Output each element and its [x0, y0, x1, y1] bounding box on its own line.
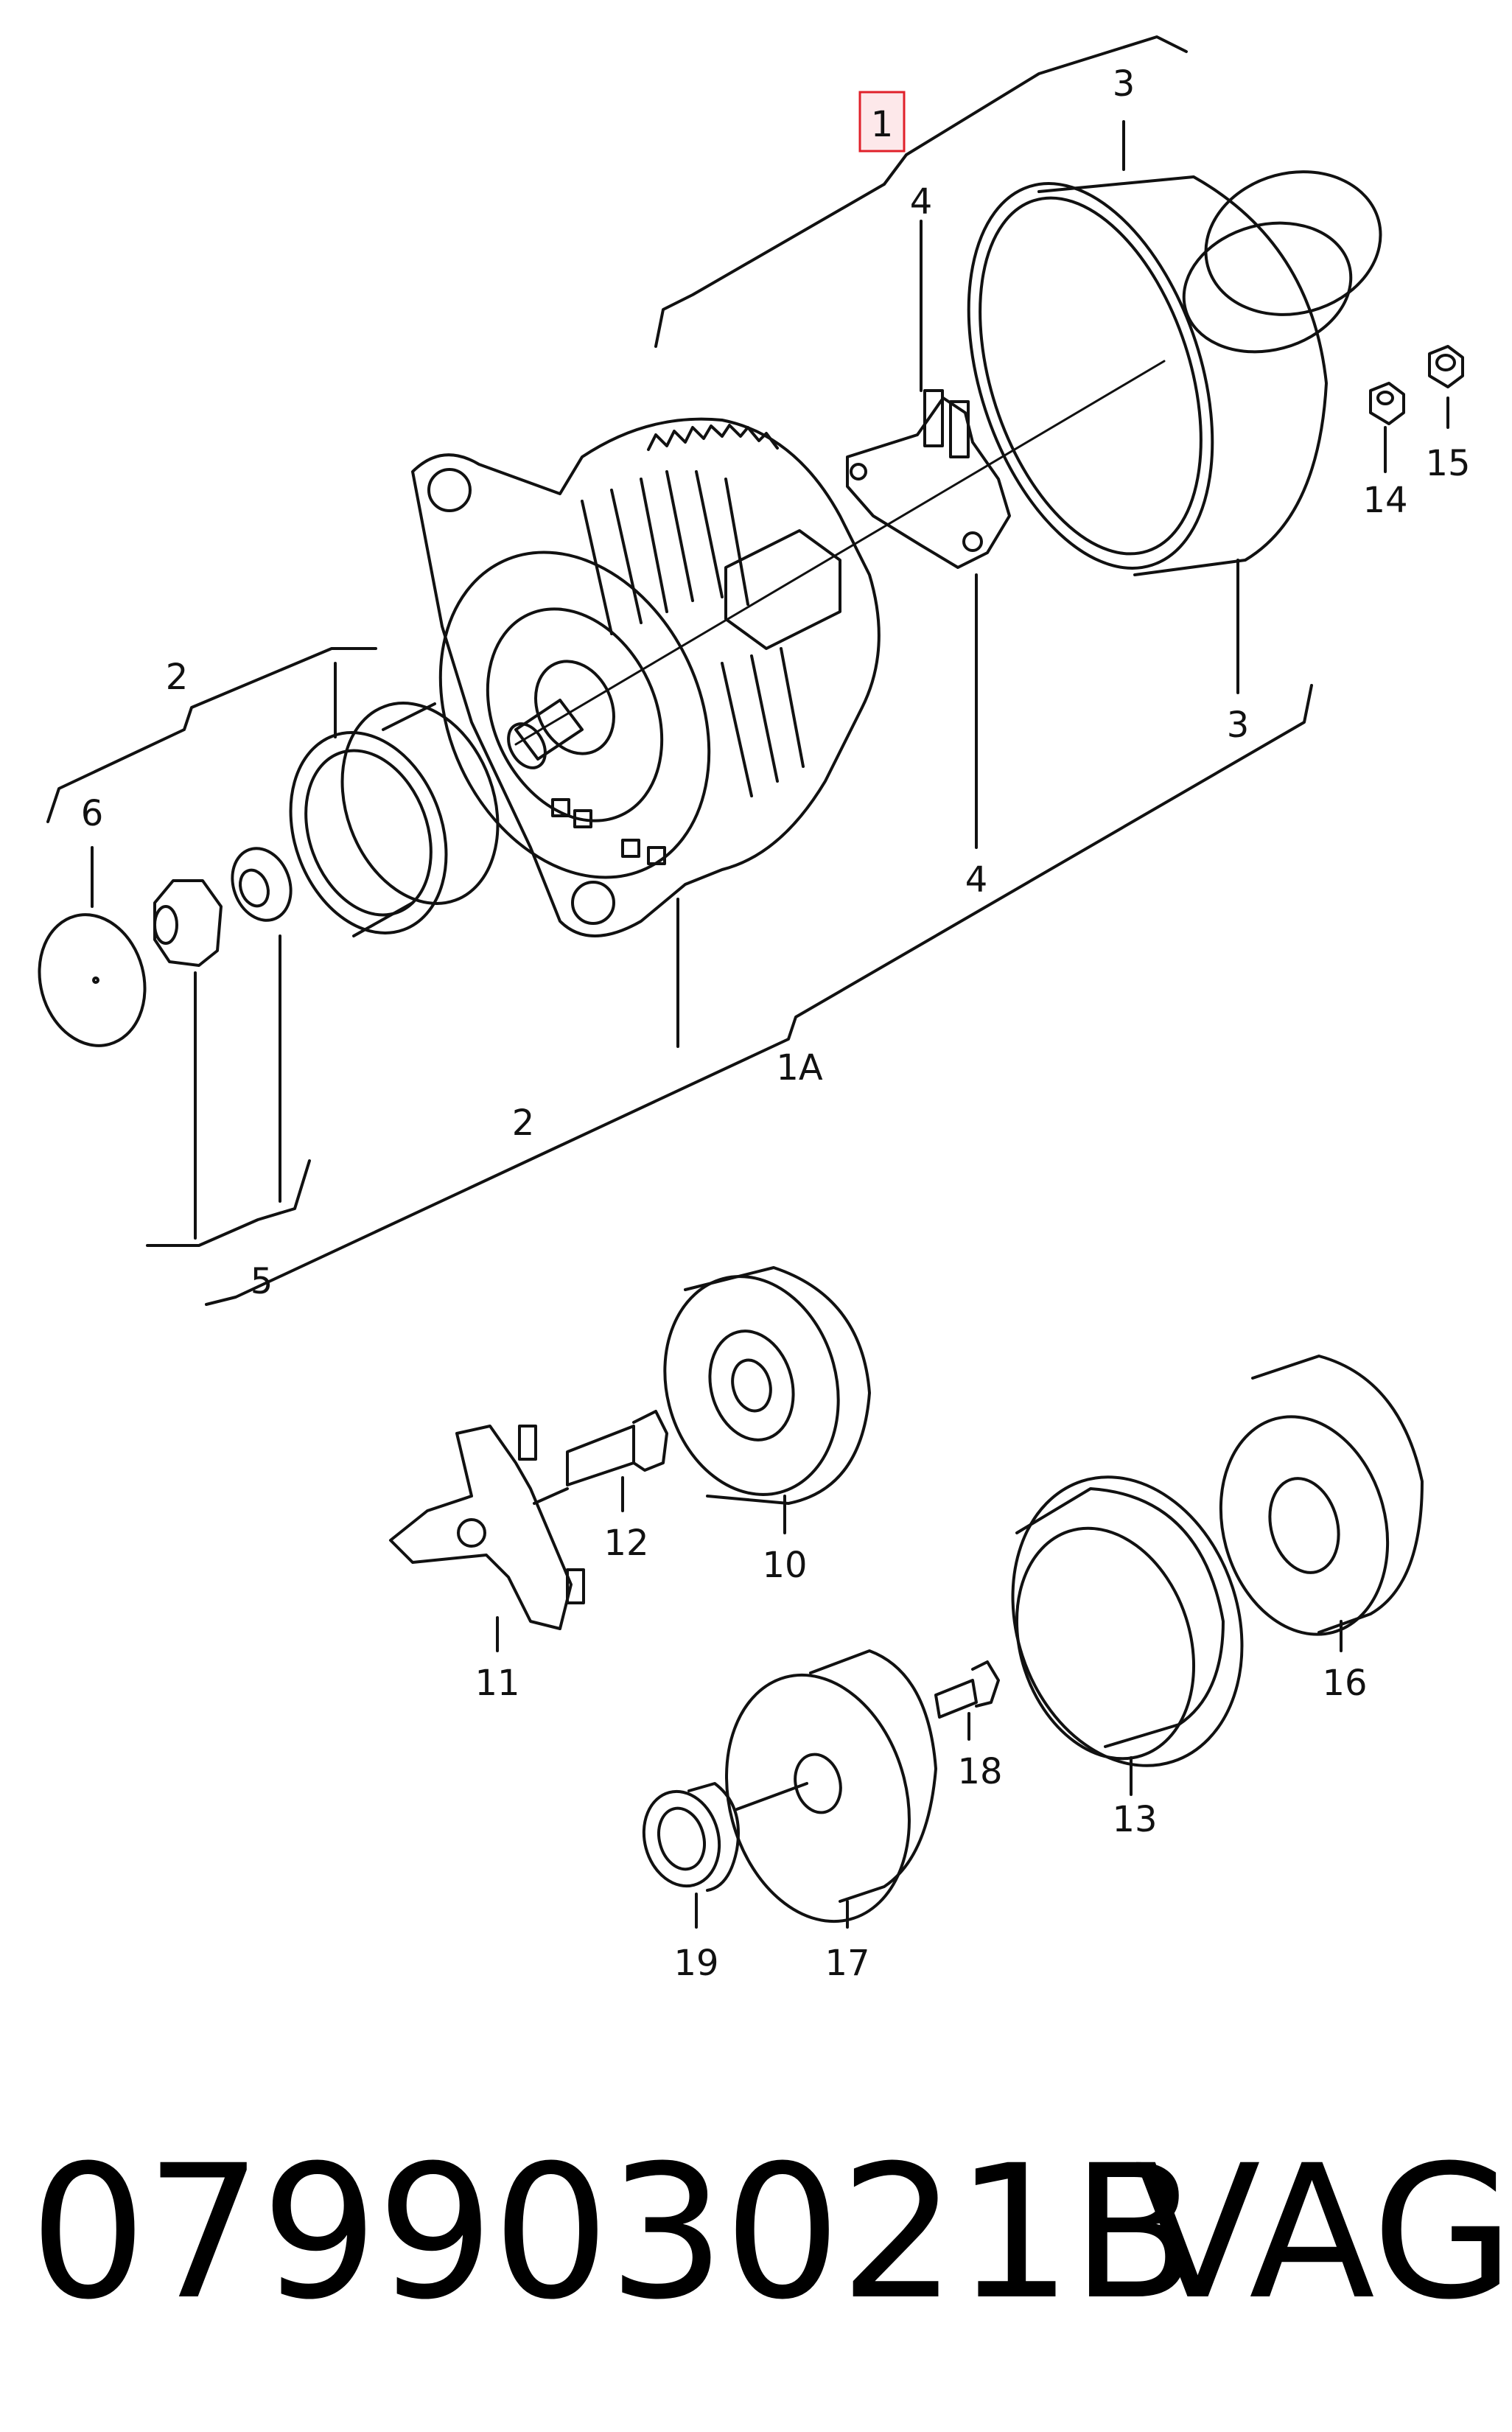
- part-19-seal: [642, 1782, 740, 1892]
- callout-13: 13: [1112, 1799, 1157, 1840]
- callout-labels: 1 3 4 15 14 3 2 6 4 1A 2 5 12 10 11 16 1…: [81, 63, 1471, 1984]
- part-18-screw: [934, 1660, 1000, 1719]
- callout-11: 11: [475, 1663, 519, 1704]
- part-10-freewheel-housing: [663, 1266, 871, 1505]
- part-11-spider: [389, 1425, 585, 1630]
- callout-12: 12: [603, 1523, 648, 1564]
- callout-14: 14: [1362, 480, 1407, 521]
- callout-19: 19: [673, 1943, 718, 1984]
- callout-18: 18: [957, 1751, 1002, 1792]
- callout-4-top: 4: [910, 181, 933, 223]
- nut-5: [153, 879, 223, 967]
- voltage-regulator: [846, 389, 1011, 569]
- callout-5: 5: [251, 1261, 273, 1302]
- callout-3-bottom: 3: [1227, 705, 1250, 746]
- callout-15: 15: [1425, 443, 1470, 484]
- callout-2-top: 2: [166, 657, 189, 698]
- part-12-bolt: [566, 1410, 668, 1486]
- part-13-ring-gear: [1011, 1475, 1244, 1767]
- washer: [231, 847, 293, 922]
- callout-2-bottom: 2: [512, 1103, 535, 1144]
- callout-4-bottom: 4: [965, 859, 988, 901]
- callout-17: 17: [825, 1943, 869, 1984]
- part-number: 079903021B: [29, 2125, 1197, 2340]
- callout-10: 10: [762, 1545, 807, 1586]
- part-16-gear: [1219, 1355, 1424, 1636]
- callout-1[interactable]: 1: [871, 104, 894, 145]
- cap-6: [38, 913, 147, 1047]
- highlight-box-1[interactable]: [858, 91, 906, 153]
- nut-15: [1428, 345, 1464, 388]
- leader-lines: [46, 35, 1449, 1306]
- lower-leader-lines: [496, 1476, 1343, 1929]
- callout-16: 16: [1322, 1663, 1367, 1704]
- pulley: [289, 702, 500, 937]
- alternator-housing: [411, 417, 881, 937]
- nut-14: [1369, 382, 1405, 425]
- brand-name: VAG: [1135, 2125, 1512, 2340]
- callout-1A: 1A: [776, 1047, 823, 1089]
- footer: 079903021B VAG: [29, 2122, 1512, 2344]
- part-17-carrier: [725, 1649, 937, 1923]
- callout-6: 6: [81, 793, 104, 834]
- rear-cover: [967, 170, 1382, 576]
- callout-3-top: 3: [1113, 63, 1135, 105]
